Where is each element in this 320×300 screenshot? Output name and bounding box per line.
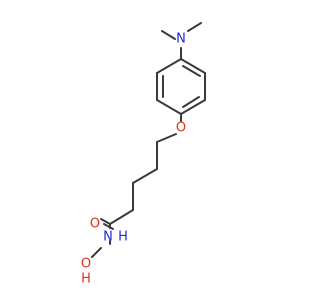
bond-ring-4 (156, 99, 182, 115)
bond-chain-4 (109, 209, 134, 225)
bond-ring-3 (180, 99, 206, 115)
hydroxyl-hydrogen-label: H (81, 272, 91, 287)
bond-methyl-right (187, 22, 202, 32)
carbonyl-oxygen-label: O (90, 217, 100, 232)
amide-hydrogen-label: H (118, 230, 128, 245)
bond-ring-double-b (182, 96, 200, 108)
amide-nitrogen-label: N (103, 230, 113, 245)
bond-ring-6 (156, 58, 182, 74)
bond-o-chain (156, 133, 177, 143)
bond-ring-1 (180, 58, 206, 74)
bond-carbonyl-a (100, 218, 111, 225)
bond-ring-double-a (182, 65, 201, 77)
bond-carbonyl-b (103, 223, 114, 230)
bond-methyl-left (161, 30, 176, 40)
molecule-diagram: N O O N H O H (81, 22, 206, 287)
hydroxyl-oxygen-label: O (81, 257, 91, 272)
ether-oxygen-label: O (176, 121, 186, 136)
amine-nitrogen-label: N (176, 32, 186, 47)
bond-chain-2 (132, 168, 158, 184)
bond-n-o (91, 247, 102, 258)
molecule-structure: N O O N H O H (81, 22, 206, 287)
